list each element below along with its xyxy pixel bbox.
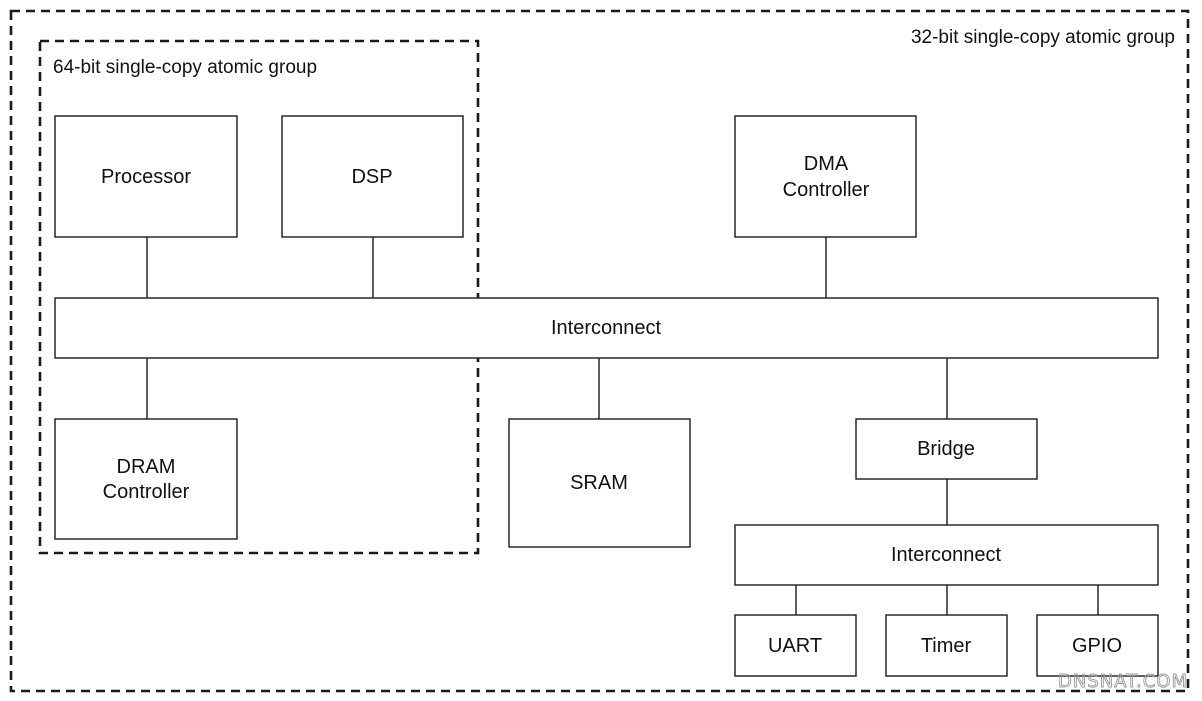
bridge-block: Bridge <box>855 418 1038 480</box>
dram-label-line2: Controller <box>103 481 190 503</box>
peripheral-interconnect-block: Interconnect <box>734 524 1159 586</box>
main-interconnect-label: Interconnect <box>551 317 662 339</box>
watermark: DNSNAT.COM <box>1058 671 1188 692</box>
gpio-block: GPIO <box>1036 614 1159 677</box>
sram-block: SRAM <box>508 418 691 548</box>
uart-label: UART <box>768 635 822 657</box>
group-64bit-boundary <box>38 39 480 555</box>
timer-block: Timer <box>885 614 1008 677</box>
dma-label-line2: Controller <box>783 179 870 201</box>
processor-block: Processor <box>54 115 238 238</box>
processor-label: Processor <box>101 166 191 188</box>
gpio-label: GPIO <box>1072 635 1122 657</box>
timer-label: Timer <box>921 635 972 657</box>
sram-label: SRAM <box>570 472 628 494</box>
main-interconnect-block: Interconnect <box>54 297 1159 359</box>
dma-label-line1: DMA <box>804 153 849 175</box>
group-32bit-boundary <box>9 9 1190 693</box>
dram-label-line1: DRAM <box>117 456 176 478</box>
dsp-label: DSP <box>351 166 392 188</box>
group-64bit-label: 64-bit single-copy atomic group <box>53 57 317 78</box>
dma-controller-block: DMA Controller <box>734 115 917 238</box>
dsp-block: DSP <box>281 115 464 238</box>
dram-controller-block: DRAM Controller <box>54 418 238 540</box>
uart-block: UART <box>734 614 857 677</box>
group-32bit-label: 32-bit single-copy atomic group <box>911 27 1175 48</box>
peripheral-interconnect-label: Interconnect <box>891 544 1002 566</box>
bridge-label: Bridge <box>917 438 975 460</box>
